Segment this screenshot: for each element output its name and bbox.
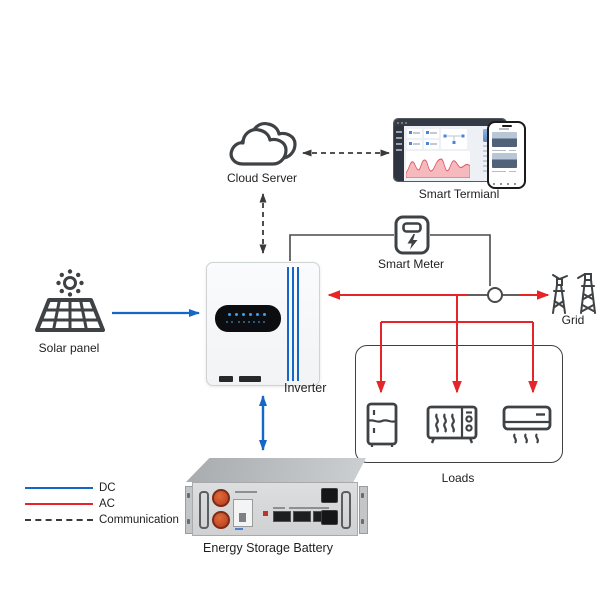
dashboard-flow-panel: [441, 129, 467, 149]
fridge-icon: [366, 402, 398, 449]
loads-box: [355, 345, 563, 463]
battery-connector: [321, 488, 338, 503]
microwave-icon: [426, 405, 478, 446]
smart-meter-label: Smart Meter: [377, 257, 444, 271]
battery-front-panel: [192, 482, 358, 536]
grid-tower-icon: [550, 270, 596, 314]
dashboard-area-chart: [405, 151, 471, 179]
phone-mockup: [487, 121, 526, 189]
battery-label: Energy Storage Battery: [203, 541, 333, 555]
solar-panel-label: Solar panel: [38, 341, 100, 355]
solar-panel-icon: [33, 268, 107, 338]
battery-breaker: [233, 499, 253, 527]
dashboard-window: [393, 118, 507, 182]
legend: DC AC Communication: [25, 480, 215, 528]
battery-terminal: [212, 489, 230, 507]
air-conditioner-icon: [502, 405, 552, 446]
battery-top-face: [186, 458, 366, 482]
inverter-display: [215, 305, 281, 332]
battery-handle: [199, 491, 209, 529]
cloud-server-label: Cloud Server: [226, 171, 298, 185]
legend-row-dc: DC: [25, 480, 215, 496]
cloud-server-icon: [226, 119, 300, 173]
energy-storage-battery-image: [185, 456, 368, 540]
dc-line-sample: [25, 487, 93, 489]
dashboard-sidebar: [394, 126, 404, 181]
ct-clamp: [487, 287, 503, 303]
legend-row-ac: AC: [25, 496, 215, 512]
phone-photo-1: [491, 132, 517, 147]
legend-ac-label: AC: [99, 498, 115, 510]
phone-photo-2: [491, 153, 517, 168]
smart-terminal-image: [393, 114, 526, 189]
smart-terminal-label: Smart Termianl: [418, 187, 500, 201]
battery-led: [263, 511, 268, 516]
loads-label: Loads: [441, 471, 475, 485]
inverter-unit: [206, 262, 320, 386]
legend-dc-label: DC: [99, 482, 116, 494]
legend-communication-label: Communication: [99, 514, 179, 526]
ac-line-sample: [25, 503, 93, 505]
inverter-port: [219, 376, 233, 382]
inverter-stripe: [287, 267, 289, 381]
ac-loads-bus: [381, 296, 533, 323]
grid-label: Grid: [561, 313, 585, 327]
legend-row-communication: Communication: [25, 512, 215, 528]
battery-port: [273, 511, 291, 522]
smart-meter-icon: [394, 215, 430, 255]
communication-line-sample: [25, 519, 93, 521]
dashboard-titlebar: [394, 119, 506, 126]
inverter-label: Inverter: [284, 381, 327, 395]
